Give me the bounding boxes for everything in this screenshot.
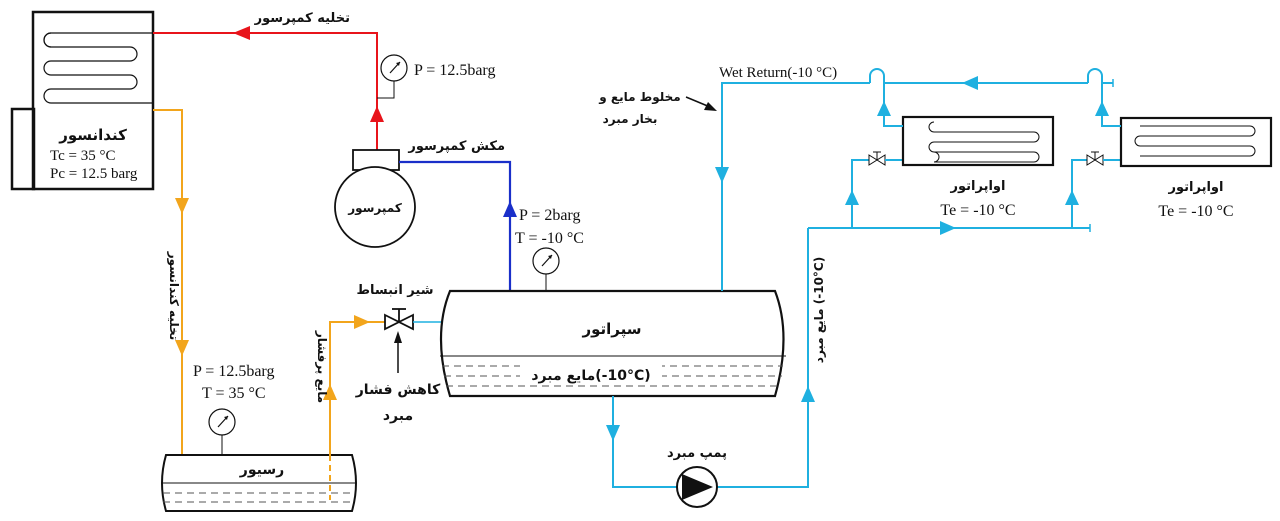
condenser-label: کندانسور (58, 126, 127, 144)
flow-arrow-up (1065, 190, 1079, 205)
evaporator-2-temp: Te = -10 °C (1158, 203, 1233, 220)
hp-liquid-line: مایع پرفشار (315, 315, 385, 500)
receiver-pressure-gauge (208, 408, 236, 455)
discharge-pressure-gauge (377, 54, 408, 99)
condenser-drain-line: تخلیه کندانسور (153, 109, 189, 455)
condenser-drain-label: تخلیه کندانسور (166, 251, 181, 340)
hp-liquid-label: مایع پرفشار (315, 330, 329, 403)
condenser-pc: Pc = 12.5 barg (50, 166, 138, 182)
separator-liquid-label: مایع مبرد(-10°C) (531, 368, 650, 384)
flow-arrow-up (801, 386, 815, 402)
flow-arrow-up (845, 190, 859, 205)
flow-arrow-left (962, 76, 978, 90)
flow-arrow-up (877, 101, 891, 116)
pump-label: پمپ مبرد (667, 446, 727, 461)
flow-arrow-left (233, 26, 250, 40)
expansion-note-line2: مبرد (383, 408, 413, 424)
flow-arrow-up (503, 201, 517, 217)
liquid-supply-label: مایع مبرد (-10°C) (812, 257, 826, 363)
liquid-supply-header (808, 151, 1121, 235)
separator: سپراتور مایع مبرد(-10°C) (439, 289, 786, 398)
flow-arrow-up (370, 106, 384, 122)
receiver-pressure: P = 12.5barg (193, 363, 274, 380)
separator-pressure-gauge (532, 247, 560, 291)
condenser: کندانسور Tc = 35 °C Pc = 12.5 barg (10, 10, 155, 191)
discharge-label: تخلیه کمپرسور (254, 11, 350, 26)
compressor-label: کمپرسور (347, 201, 402, 216)
condenser-tc: Tc = 35 °C (50, 148, 116, 164)
separator-label: سپراتور (581, 320, 641, 339)
wet-return-note-line1: مخلوط مایع و (598, 90, 680, 105)
flow-arrow-down (175, 340, 189, 356)
discharge-line: تخلیه کمپرسور P = 12.5barg (153, 11, 495, 150)
expansion-note-line1: کاهش فشار (355, 382, 441, 398)
arrow-up-icon (394, 331, 402, 343)
suction-line: مکش کمپرسور P = 2barg T = -10 °C (399, 139, 584, 291)
compressor: کمپرسور (334, 149, 416, 248)
wet-return-note-line2: بخار مبرد (603, 112, 658, 126)
condenser-coil (43, 32, 152, 104)
suction-temp: T = -10 °C (515, 230, 584, 247)
pump-loop: پمپ مبرد مایع مبرد (-10°C) (606, 228, 826, 508)
evaporator-1-temp: Te = -10 °C (940, 202, 1015, 219)
evaporator-valve (1086, 151, 1104, 166)
flow-arrow-right (940, 221, 956, 235)
evaporator-2-label: اواپراتور (1168, 180, 1224, 195)
flow-arrow-down (715, 167, 729, 183)
flow-arrow-right (354, 315, 370, 329)
flow-arrow-up (1095, 101, 1109, 116)
evaporator-2: اواپراتور Te = -10 °C (1119, 116, 1273, 220)
wet-return-line: Wet Return(-10 °C) مخلوط مایع و بخار مبر… (598, 65, 1121, 291)
refrigerant-pump (676, 466, 718, 508)
evaporator-1: اواپراتور Te = -10 °C (901, 115, 1055, 219)
receiver: P = 12.5barg T = 35 °C رسیور (161, 363, 357, 512)
suction-pressure: P = 2barg (519, 207, 580, 224)
receiver-temp: T = 35 °C (202, 385, 266, 402)
expansion-valve-label: شیر انبساط (357, 283, 434, 298)
wet-return-label: Wet Return(-10 °C) (719, 65, 837, 81)
flow-arrow-down (606, 425, 620, 441)
evaporator-1-label: اواپراتور (950, 179, 1006, 194)
suction-label: مکش کمپرسور (407, 139, 505, 154)
pump-icon (682, 474, 713, 500)
expansion-valve: شیر انبساط کاهش فشار مبرد (355, 283, 470, 424)
flow-arrow-down (175, 198, 189, 214)
arrow-icon (704, 102, 717, 111)
receiver-label: رسیور (239, 462, 284, 478)
evaporator-valve (868, 151, 886, 166)
discharge-pressure: P = 12.5barg (414, 62, 495, 79)
flow-arrow-up (323, 384, 337, 400)
